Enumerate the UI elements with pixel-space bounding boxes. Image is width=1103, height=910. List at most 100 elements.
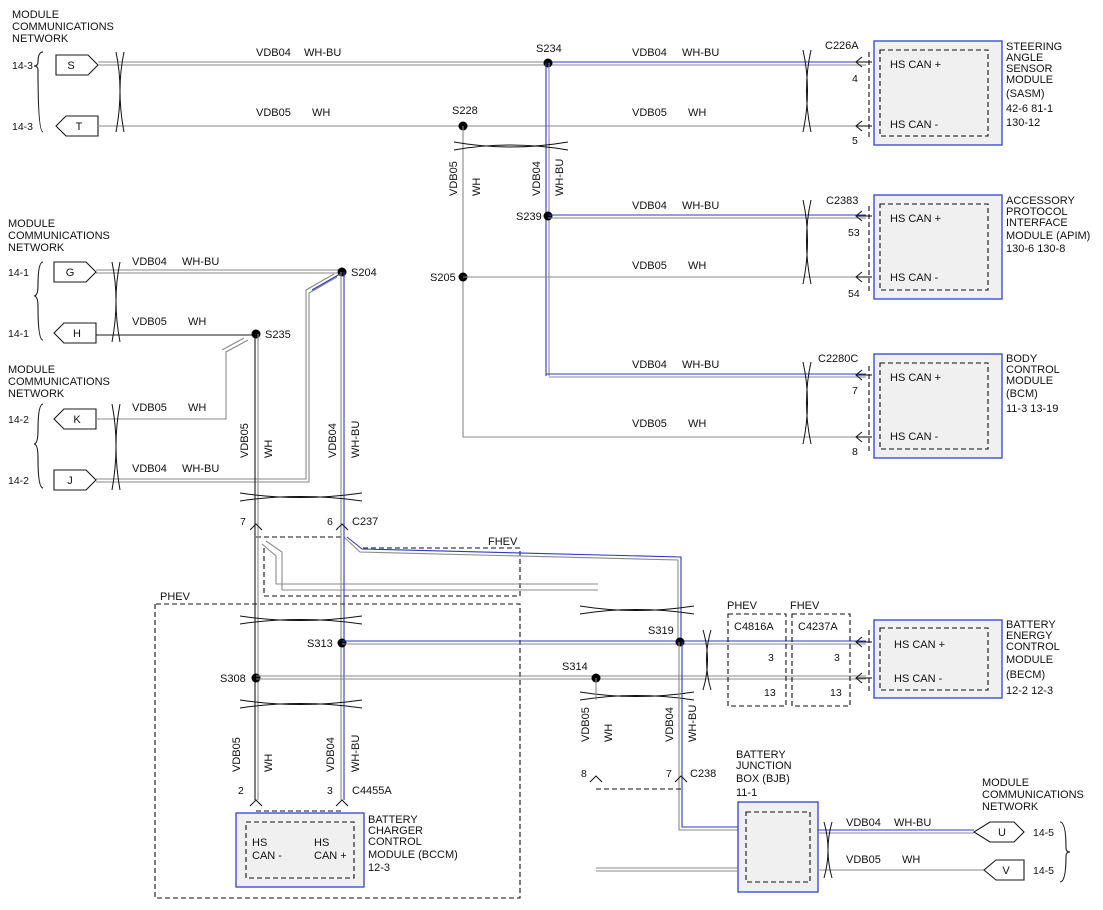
svg-text:VDB05: VDB05 [132,402,167,414]
wire-bjb-to-u: VDB04 WH-BU [818,817,974,834]
svg-text:WH: WH [688,260,706,272]
svg-text:MODULE (BCCM): MODULE (BCCM) [368,849,458,861]
svg-text:VDB05: VDB05 [256,107,291,119]
svg-text:MODULE: MODULE [8,364,55,376]
svg-text:VDB04: VDB04 [632,200,667,212]
splice-label: S204 [351,267,377,279]
wire-c237-down-left [254,530,259,800]
network-label-low: MODULE COMMUNICATIONS NETWORK [8,364,110,400]
svg-text:BODY: BODY [1006,353,1038,365]
module-becm-label: BATTERY ENERGY CONTROL MODULE (BECM) 12-… [1006,619,1060,697]
svg-text:COMMUNICATIONS: COMMUNICATIONS [8,376,110,388]
svg-text:3: 3 [834,652,840,664]
module-sasm: HS CAN + HS CAN - C226A 4 5 [825,40,1003,147]
svg-text:3: 3 [327,785,333,797]
connector-c4455a: 2 3 C4455A VDB05 WH VDB04 WH-BU [231,735,392,812]
module-apim: HS CAN + HS CAN - C2383 53 54 [826,194,1003,300]
svg-text:BATTERY: BATTERY [736,749,786,761]
svg-text:VDB04: VDB04 [632,359,667,371]
svg-text:WH: WH [188,402,206,414]
splice-s239 [543,211,553,221]
svg-text:HS CAN +: HS CAN + [890,213,941,225]
connector-c4237a: FHEV C4237A 3 13 [790,600,851,707]
svg-text:VDB04: VDB04 [846,817,881,829]
svg-text:WH-BU: WH-BU [554,159,566,196]
svg-text:JUNCTION: JUNCTION [736,760,792,772]
svg-text:7: 7 [852,385,858,397]
splice-s319 [675,637,685,647]
wire-t-to-sasm: VDB05 WH VDB05 WH [98,107,866,127]
splice-label: S319 [648,625,674,637]
svg-text:2: 2 [238,785,244,797]
svg-text:WH-BU: WH-BU [682,359,719,371]
svg-text:MODULE (APIM): MODULE (APIM) [1006,230,1090,242]
svg-text:HS CAN -: HS CAN - [894,673,943,685]
splice-label: S314 [562,661,588,673]
svg-text:MODULE: MODULE [1006,74,1053,86]
svg-text:S: S [67,60,74,72]
svg-text:CONTROL: CONTROL [368,836,422,848]
wire-c237-down-right [340,530,345,800]
twist-marker [823,821,833,879]
svg-text:(BECM): (BECM) [1006,669,1045,681]
svg-text:WH: WH [902,854,920,866]
splice-label: S228 [452,105,478,117]
wire-s308-to-becm [256,675,866,680]
svg-text:WH: WH [188,316,206,328]
wire-s204-down: VDB04 WH-BU [327,272,362,530]
svg-text:WH-BU: WH-BU [682,47,719,59]
wire-g-to-s204: VDB04 WH-BU [96,256,342,274]
svg-text:VDB04: VDB04 [132,463,167,475]
svg-text:MODULE: MODULE [12,9,59,21]
splice-label: S313 [307,638,333,650]
wire-s319-down: VDB04 WH-BU [664,642,740,831]
svg-text:C4455A: C4455A [352,785,392,797]
wire-s205-to-apim: VDB05 WH [463,260,866,278]
splice-s308 [251,673,261,683]
svg-text:14-3: 14-3 [12,121,33,133]
svg-text:(SASM): (SASM) [1006,88,1045,100]
svg-text:HS: HS [314,837,329,849]
wire-c237-to-s319 [343,536,682,640]
network-label-mid: MODULE COMMUNICATIONS NETWORK [8,218,110,254]
svg-text:3: 3 [768,652,774,664]
svg-text:PROTOCOL: PROTOCOL [1006,206,1068,218]
wire-s314-down: VDB05 WH [580,678,615,742]
wire-bjb-to-v: VDB05 WH [818,854,984,871]
svg-text:WH: WH [471,178,483,196]
svg-text:PHEV: PHEV [160,591,191,603]
svg-text:6: 6 [327,516,333,528]
wire-s234-to-sasm: VDB04 WH-BU [548,47,866,66]
svg-text:WH-BU: WH-BU [682,200,719,212]
module-sasm-label: STEERING ANGLE SENSOR MODULE (SASM) 42-6… [1006,41,1062,129]
svg-text:STEERING: STEERING [1006,41,1062,53]
svg-text:12-3: 12-3 [368,862,390,874]
connector-u: U 14-5 [972,821,1054,843]
svg-text:C2383: C2383 [826,195,858,207]
svg-text:VDB04: VDB04 [664,707,676,742]
svg-text:WH: WH [263,754,275,772]
svg-text:C4237A: C4237A [798,621,838,633]
svg-text:WH-BU: WH-BU [687,705,699,742]
svg-text:NETWORK: NETWORK [8,242,65,254]
svg-text:11-1: 11-1 [736,787,757,799]
wire-s234-to-bcm: VDB04 WH-BU VDB05 WH [546,359,866,430]
module-bcm: HS CAN + HS CAN - C2280C 7 8 [818,353,1003,459]
connector-g: G 14-1 [8,261,97,341]
svg-text:42-6 81-1: 42-6 81-1 [1006,103,1053,115]
svg-text:13: 13 [830,687,842,699]
network-label-top: MODULE COMMUNICATIONS NETWORK [12,9,114,45]
svg-text:BOX (BJB): BOX (BJB) [736,773,790,785]
svg-text:K: K [73,414,81,426]
svg-text:C226A: C226A [825,40,859,52]
svg-text:VDB05: VDB05 [632,418,667,430]
svg-text:MODULE: MODULE [1006,654,1053,666]
splice-s313 [337,638,347,648]
svg-text:WH-BU: WH-BU [350,421,362,458]
twist-marker [111,403,121,491]
svg-text:ENERGY: ENERGY [1006,630,1053,642]
svg-text:PHEV: PHEV [727,600,758,612]
svg-text:U: U [998,827,1006,839]
fhev-region: FHEV [261,536,598,597]
